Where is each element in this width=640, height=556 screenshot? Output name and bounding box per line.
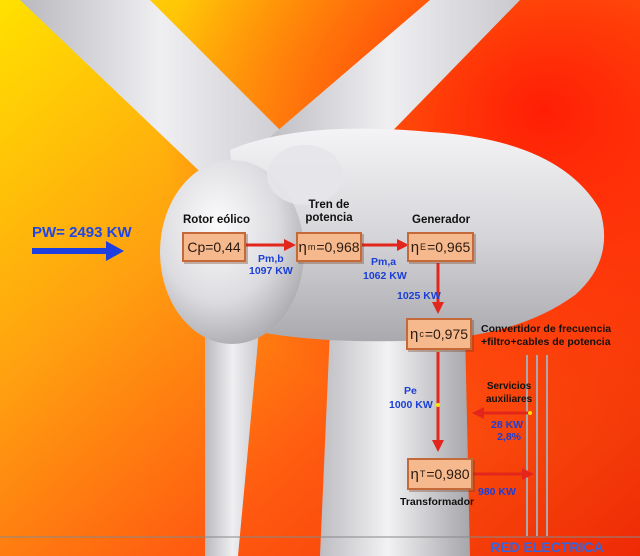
auxiliares-line2: auxiliares bbox=[486, 393, 532, 406]
convertidor-value: =0,975 bbox=[425, 326, 468, 342]
rotor-value: Cp=0,44 bbox=[187, 239, 240, 255]
eta-symbol: η bbox=[411, 239, 419, 256]
eta-symbol: η bbox=[410, 466, 418, 483]
generator-output-value: 1025 KW bbox=[397, 290, 441, 302]
input-power-label: PW= 2493 KW bbox=[32, 224, 132, 241]
pmb-value: 1097 KW bbox=[249, 265, 293, 277]
convertidor-title-line2: +filtro+cables de potencia bbox=[481, 336, 611, 349]
rotor-box: Cp=0,44 bbox=[182, 232, 246, 262]
generador-value: =0,965 bbox=[427, 239, 470, 255]
tren-title-line2: potencia bbox=[304, 212, 354, 225]
convertidor-title-line1: Convertidor de frecuencia bbox=[481, 323, 611, 336]
pe-value: 1000 KW bbox=[389, 399, 433, 411]
eta-symbol: η bbox=[410, 326, 418, 343]
transformador-title: Transformador bbox=[400, 496, 474, 509]
auxiliares-values: 28 KW 2,8% bbox=[491, 419, 523, 443]
transformador-value: =0,980 bbox=[426, 466, 469, 482]
eta-symbol: η bbox=[298, 239, 306, 256]
pe-label: Pe bbox=[404, 385, 417, 397]
tren-title: Tren de potencia bbox=[304, 199, 354, 225]
grid-label: RED ELECTRICA bbox=[490, 539, 604, 555]
auxiliares-percent: 2,8% bbox=[495, 431, 523, 443]
tren-value: =0,968 bbox=[316, 239, 359, 255]
tren-title-line1: Tren de bbox=[304, 199, 354, 212]
eta-subscript: m bbox=[308, 242, 316, 252]
auxiliares-value: 28 KW bbox=[491, 419, 523, 431]
pma-value: 1062 KW bbox=[363, 270, 407, 282]
output-value: 980 KW bbox=[478, 486, 516, 498]
pmb-flow-label: Pm,b bbox=[258, 253, 284, 265]
convertidor-title: Convertidor de frecuencia +filtro+cables… bbox=[481, 323, 611, 349]
eta-subscript: E bbox=[420, 242, 426, 252]
pmb-label: Pm,b bbox=[258, 253, 284, 265]
eta-subscript: c bbox=[419, 329, 424, 339]
pma-label: Pm,a bbox=[371, 256, 396, 268]
auxiliares-line1: Servicios bbox=[486, 380, 532, 393]
eta-subscript: T bbox=[420, 469, 426, 479]
auxiliares-title: Servicios auxiliares bbox=[486, 380, 532, 406]
generador-title: Generador bbox=[412, 214, 470, 227]
rotor-title: Rotor eólico bbox=[183, 214, 250, 227]
